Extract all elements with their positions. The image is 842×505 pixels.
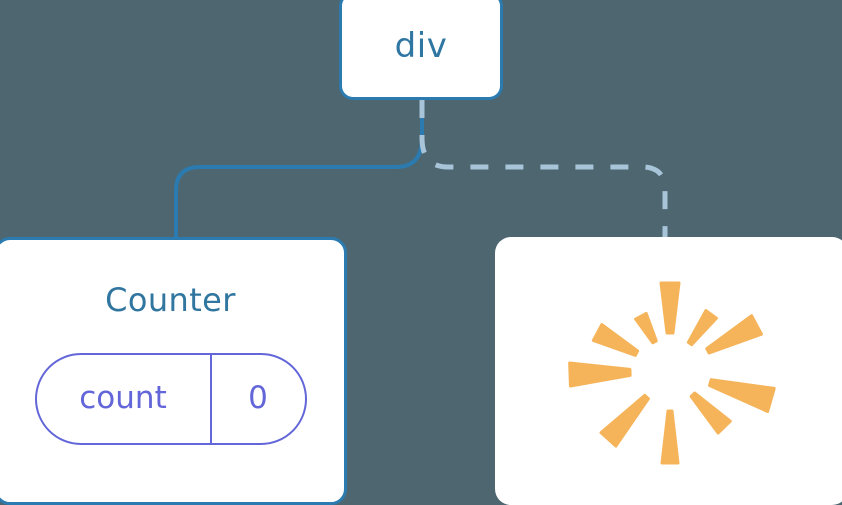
state-pill-key: count [79,379,167,416]
node-counter-title: Counter [105,281,236,319]
edge-root-to-burst [419,100,668,237]
burst-ray-3 [705,314,763,355]
burst-ray-1 [659,281,681,335]
rerender-burst-icon [568,281,776,465]
state-pill-count[interactable]: count 0 [34,353,307,445]
burst-ray-2 [686,309,718,347]
burst-ray-10 [634,311,658,345]
edge-root-to-counter [174,98,424,239]
burst-ray-4 [708,378,776,413]
burst-ray-8 [568,361,632,388]
node-counter[interactable]: Counter count 0 [0,237,347,505]
node-root-div[interactable]: div [339,0,503,100]
burst-ray-5 [689,391,732,435]
state-pill-value: 0 [209,355,305,443]
node-root-label: div [394,26,448,66]
burst-ray-6 [660,409,680,465]
node-rerender-burst[interactable] [495,237,842,505]
burst-ray-9 [591,323,640,357]
burst-ray-7 [599,393,650,448]
